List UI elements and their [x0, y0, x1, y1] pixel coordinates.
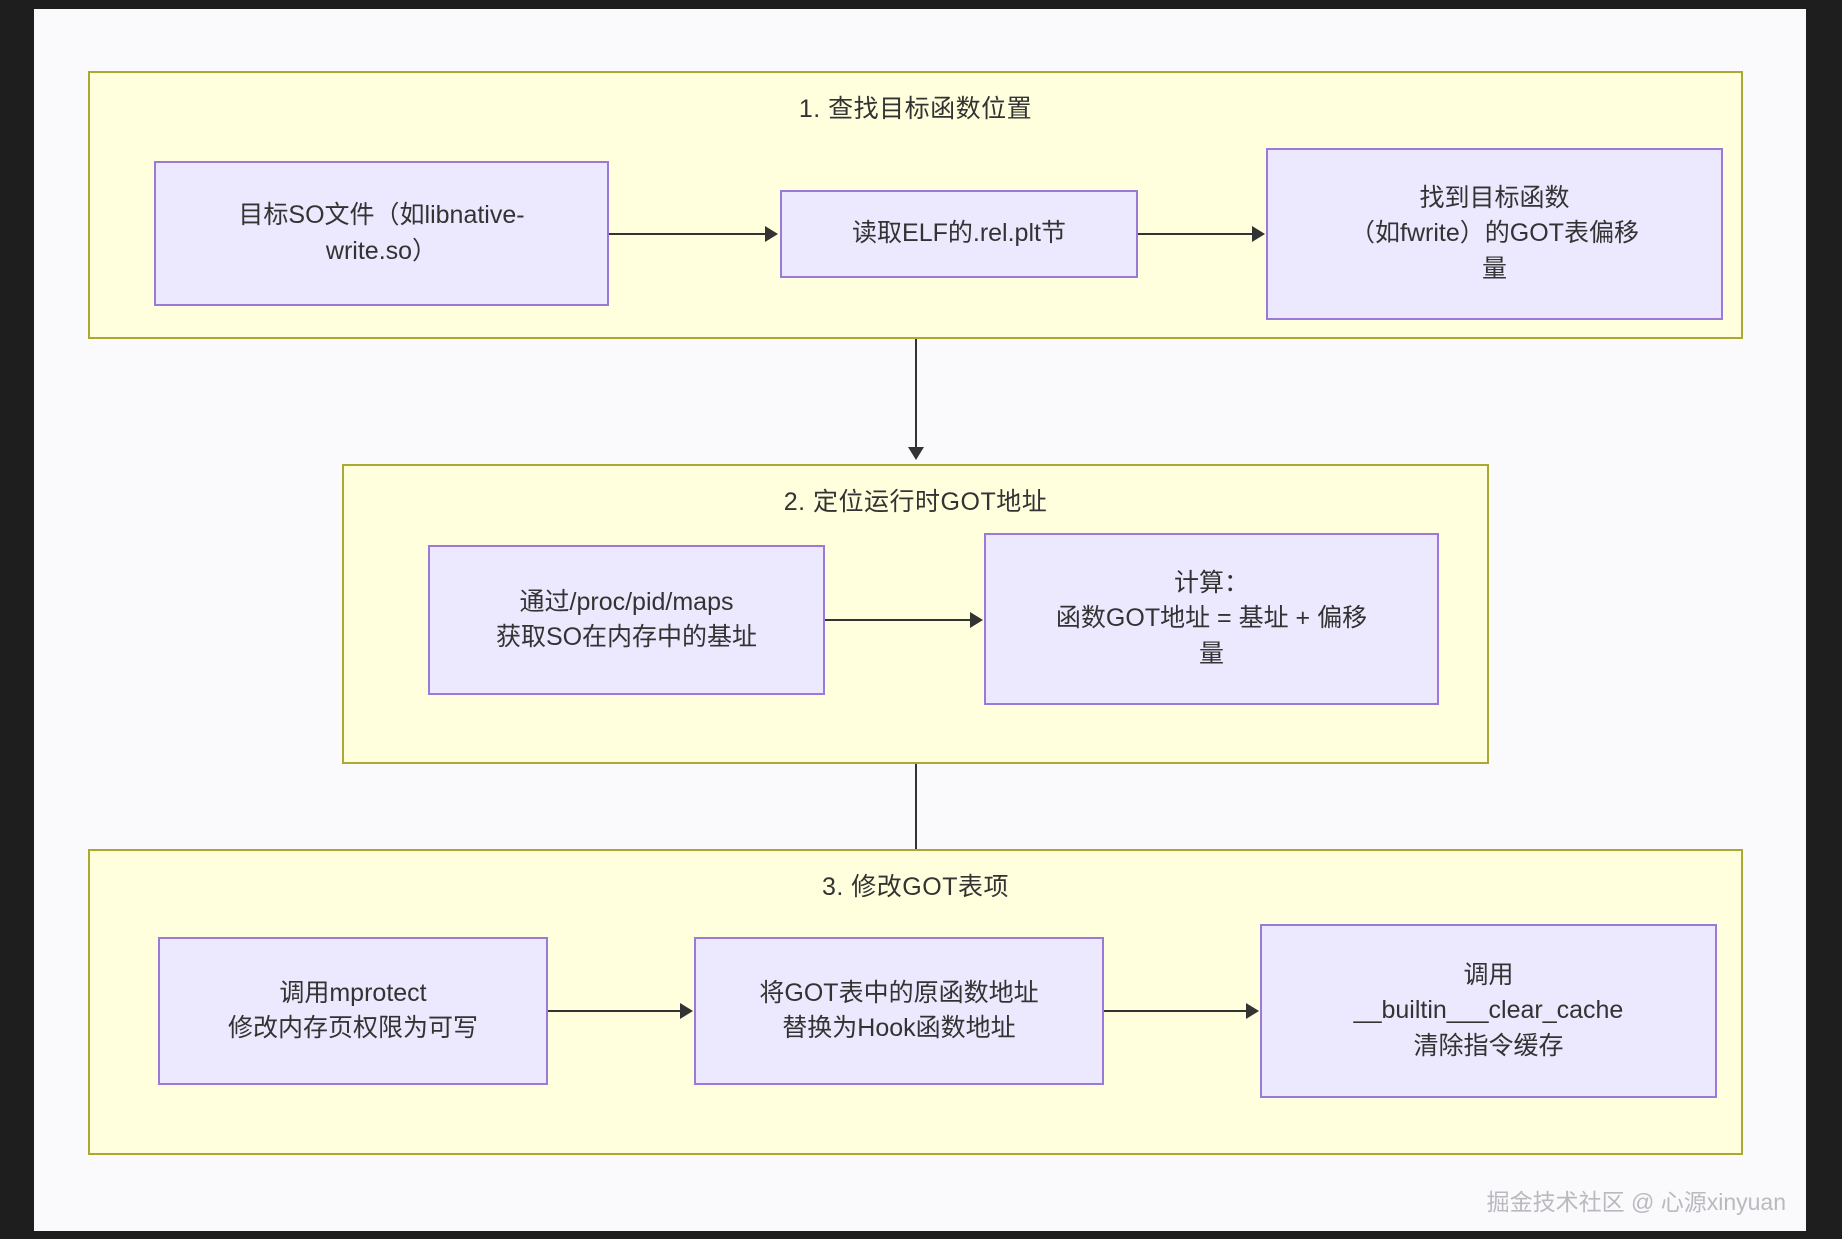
watermark-text: 掘金技术社区 @ 心源xinyuan [1486, 1189, 1786, 1215]
node-replace-addr-text: 将GOT表中的原函数地址 替换为Hook函数地址 [759, 978, 1039, 1043]
node-calc-addr[interactable]: 计算： 函数GOT地址 = 基址 + 偏移 量 [984, 533, 1439, 705]
node-proc-maps-text: 通过/proc/pid/maps 获取SO在内存中的基址 [495, 587, 758, 652]
edge-replace-to-clearcache [1104, 1010, 1250, 1012]
node-target-so[interactable]: 目标SO文件（如libnative- write.so） [154, 161, 609, 306]
node-mprotect-text: 调用mprotect 修改内存页权限为可写 [227, 978, 478, 1043]
node-proc-maps[interactable]: 通过/proc/pid/maps 获取SO在内存中的基址 [428, 545, 825, 695]
node-replace-addr[interactable]: 将GOT表中的原函数地址 替换为Hook函数地址 [694, 937, 1104, 1085]
edge-replace-to-clearcache-arrowhead [1246, 1003, 1259, 1019]
edge-section2-to-section3 [915, 764, 917, 854]
node-read-relplt-text: 读取ELF的.rel.plt节 [852, 219, 1066, 248]
node-mprotect[interactable]: 调用mprotect 修改内存页权限为可写 [158, 937, 548, 1085]
node-clear-cache-text: 调用 __builtin___clear_cache 清除指令缓存 [1353, 960, 1624, 1060]
edge-maps-to-calc-arrowhead [970, 612, 983, 628]
subgraph-title-2: 2. 定位运行时GOT地址 [783, 488, 1048, 516]
subgraph-title-3: 3. 修改GOT表项 [822, 873, 1009, 901]
node-read-relplt[interactable]: 读取ELF的.rel.plt节 [780, 190, 1138, 278]
node-target-so-text: 目标SO文件（如libnative- write.so） [238, 201, 525, 265]
subgraph-title-1: 1. 查找目标函数位置 [798, 95, 1033, 123]
edge-so-to-relplt [609, 233, 769, 235]
node-got-offset[interactable]: 找到目标函数 （如fwrite）的GOT表偏移 量 [1266, 148, 1723, 320]
edge-relplt-to-offset [1138, 233, 1256, 235]
edge-so-to-relplt-arrowhead [765, 226, 778, 242]
diagram-canvas: 1. 查找目标函数位置 目标SO文件（如libnative- write.so）… [34, 9, 1806, 1231]
edge-section1-to-section2-arrowhead [908, 447, 924, 460]
edge-relplt-to-offset-arrowhead [1252, 226, 1265, 242]
edge-mprotect-to-replace [548, 1010, 684, 1012]
edge-mprotect-to-replace-arrowhead [680, 1003, 693, 1019]
node-got-offset-text: 找到目标函数 （如fwrite）的GOT表偏移 量 [1350, 183, 1639, 283]
edge-maps-to-calc [825, 619, 973, 621]
node-clear-cache[interactable]: 调用 __builtin___clear_cache 清除指令缓存 [1260, 924, 1717, 1098]
node-calc-addr-text: 计算： 函数GOT地址 = 基址 + 偏移 量 [1055, 568, 1368, 668]
edge-section1-to-section2 [915, 339, 917, 451]
